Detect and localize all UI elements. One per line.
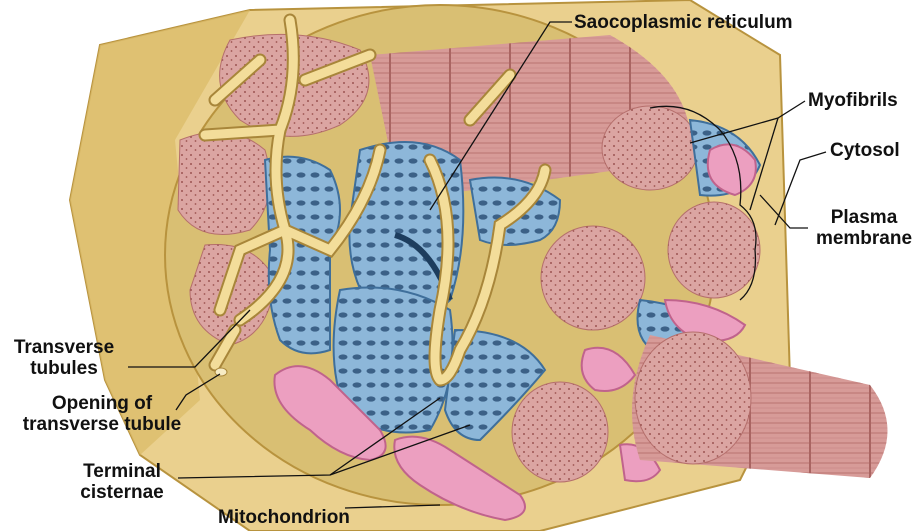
- label-line: Mitochondrion: [218, 507, 350, 528]
- label-sarcoplasmic-reticulum: Saocoplasmic reticulum: [574, 12, 793, 33]
- myofibril: [512, 382, 608, 482]
- myofibril: [602, 106, 698, 190]
- label-myofibrils: Myofibrils: [808, 90, 898, 111]
- label-transverse-tubules: Transverse tubules: [4, 337, 124, 379]
- label-line: Saocoplasmic reticulum: [574, 12, 793, 33]
- label-terminal-cisternae: Terminal cisternae: [70, 461, 174, 503]
- myofibril: [541, 226, 645, 330]
- label-line: cisternae: [70, 482, 174, 503]
- label-line: Cytosol: [830, 140, 900, 161]
- myofibril: [668, 202, 760, 298]
- label-line: Plasma: [812, 207, 916, 228]
- label-line: Opening of: [6, 393, 198, 414]
- label-cytosol: Cytosol: [830, 140, 900, 161]
- label-plasma-membrane: Plasma membrane: [812, 207, 916, 249]
- label-line: membrane: [812, 228, 916, 249]
- label-line: Terminal: [70, 461, 174, 482]
- label-mitochondrion: Mitochondrion: [218, 507, 350, 528]
- label-line: Myofibrils: [808, 90, 898, 111]
- myofibril: [178, 132, 270, 235]
- label-line: Transverse: [4, 337, 124, 358]
- transverse-tubule-opening: [215, 368, 227, 376]
- label-line: tubules: [4, 358, 124, 379]
- label-opening-of-transverse-tubule: Opening of transverse tubule: [6, 393, 198, 435]
- label-line: transverse tubule: [6, 414, 198, 435]
